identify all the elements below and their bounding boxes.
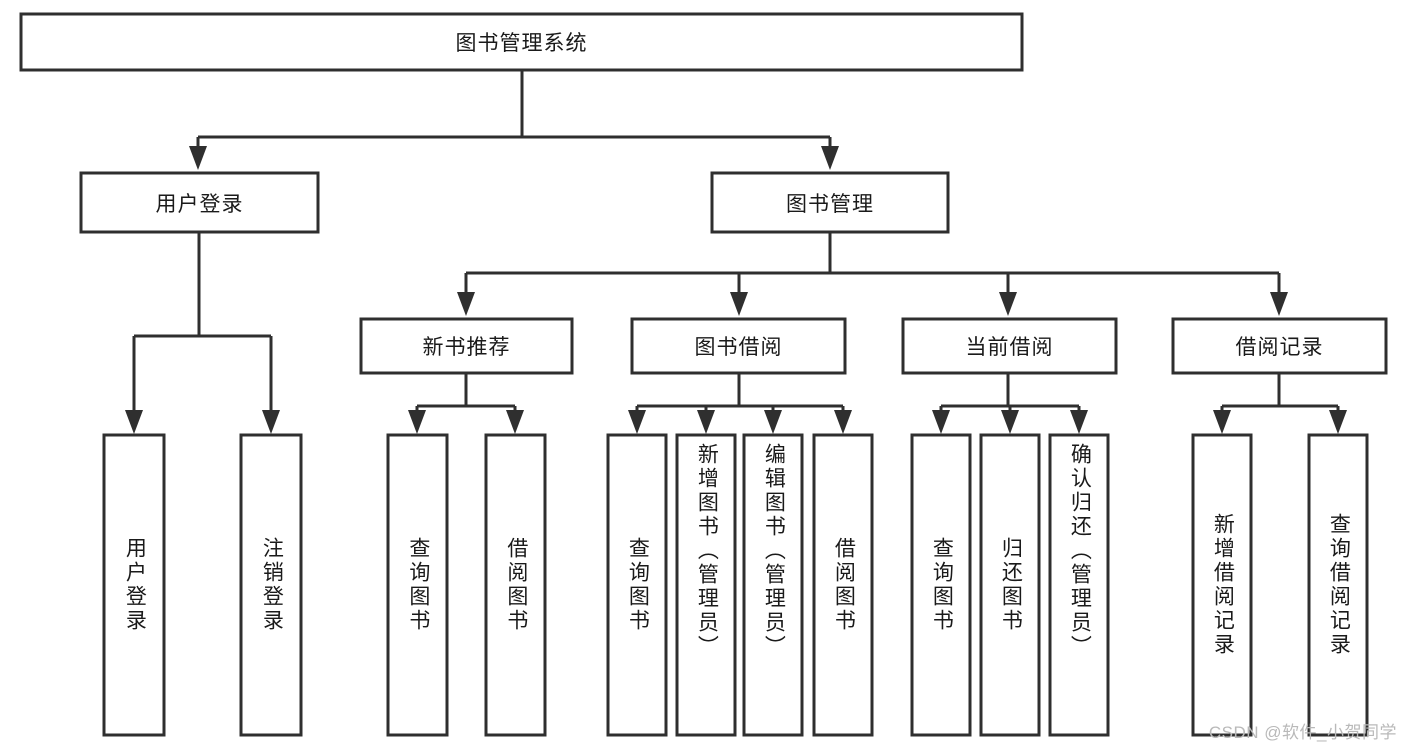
leaf-box-br-query[interactable] xyxy=(1307,433,1369,737)
leaf-label-cb-confirm: 确认归还（管理员） xyxy=(1050,435,1108,735)
node-new-book-recommend-label: 新书推荐 xyxy=(422,336,511,359)
node-book-manage-label: 图书管理 xyxy=(786,192,874,216)
leaf-text: 借阅图书 xyxy=(504,537,528,633)
arrow-cb-leaf-3 xyxy=(1070,410,1088,434)
node-new-book-recommend-box[interactable] xyxy=(359,317,574,375)
node-borrow-record-box[interactable] xyxy=(1171,317,1388,375)
arrow-cb-leaf-2 xyxy=(1001,410,1019,434)
node-book-borrow-box[interactable] xyxy=(630,317,847,375)
arrow-user-login-leaf-1 xyxy=(125,410,143,434)
leaf-text: 借阅图书 xyxy=(832,537,856,633)
leaf-box-nbr-query[interactable] xyxy=(386,433,449,737)
leaf-text: 确认归还（管理员） xyxy=(1068,443,1092,659)
node-user-login-label: 用户登录 xyxy=(155,192,244,216)
arrow-cb-leaf-1 xyxy=(932,410,950,434)
leaf-text: 归还图书 xyxy=(999,537,1023,633)
leaf-text: 查询图书 xyxy=(406,537,430,633)
arrow-root-to-book-manage xyxy=(821,146,839,170)
leaf-label-br-add: 新增借阅记录 xyxy=(1193,435,1251,735)
arrow-to-borrow-record xyxy=(1270,292,1288,316)
leaf-box-nbr-borrow[interactable] xyxy=(484,433,547,737)
leaf-text: 用户登录 xyxy=(123,537,147,633)
leaf-box-bb-edit[interactable] xyxy=(742,433,804,737)
leaf-text: 查询图书 xyxy=(930,537,954,633)
arrow-br-leaf-1 xyxy=(1213,410,1231,434)
leaf-label-nbr-query: 查询图书 xyxy=(388,435,447,735)
leaf-label-cb-return: 归还图书 xyxy=(981,435,1039,735)
leaf-text: 编辑图书（管理员） xyxy=(762,443,786,659)
leaf-box-br-add[interactable] xyxy=(1191,433,1253,737)
leaf-box-user-logout[interactable] xyxy=(239,433,303,737)
leaf-label-user-logout: 注销登录 xyxy=(241,435,301,735)
leaf-box-cb-confirm[interactable] xyxy=(1048,433,1110,737)
leaf-text: 查询借阅记录 xyxy=(1327,513,1351,657)
arrow-br-leaf-2 xyxy=(1329,410,1347,434)
leaf-label-cb-query: 查询图书 xyxy=(912,435,970,735)
leaf-box-cb-return[interactable] xyxy=(979,433,1041,737)
leaf-box-bb-borrow[interactable] xyxy=(812,433,874,737)
leaf-box-bb-query[interactable] xyxy=(606,433,668,737)
arrow-bb-leaf-4 xyxy=(834,410,852,434)
node-root-label: 图书管理系统 xyxy=(455,32,588,55)
arrow-nbr-leaf-1 xyxy=(408,410,426,434)
leaf-box-bb-add[interactable] xyxy=(675,433,737,737)
arrow-user-login-leaf-2 xyxy=(262,410,280,434)
leaf-label-bb-query: 查询图书 xyxy=(608,435,666,735)
leaf-box-user-login[interactable] xyxy=(102,433,166,737)
leaf-label-user-login: 用户登录 xyxy=(104,435,164,735)
arrow-to-current-borrow xyxy=(999,292,1017,316)
arrow-nbr-leaf-2 xyxy=(506,410,524,434)
arrow-root-to-user-login xyxy=(189,146,207,170)
arrow-bb-leaf-1 xyxy=(628,410,646,434)
leaf-text: 注销登录 xyxy=(260,537,284,633)
node-current-borrow-label: 当前借阅 xyxy=(965,336,1054,359)
node-borrow-record-label: 借阅记录 xyxy=(1235,336,1324,359)
leaf-label-nbr-borrow: 借阅图书 xyxy=(486,435,545,735)
arrow-bb-leaf-2 xyxy=(697,410,715,434)
leaf-text: 新增借阅记录 xyxy=(1211,513,1235,657)
node-book-borrow-label: 图书借阅 xyxy=(694,336,783,359)
node-book-manage-box[interactable] xyxy=(710,171,950,234)
leaf-label-bb-edit: 编辑图书（管理员） xyxy=(744,435,802,735)
arrow-to-new-book-recommend xyxy=(457,292,475,316)
arrow-to-book-borrow xyxy=(730,292,748,316)
node-current-borrow-box[interactable] xyxy=(901,317,1118,375)
leaf-text: 新增图书（管理员） xyxy=(695,443,719,659)
node-root-box[interactable] xyxy=(19,12,1024,72)
leaf-label-bb-borrow: 借阅图书 xyxy=(814,435,872,735)
leaf-text: 查询图书 xyxy=(626,537,650,633)
leaf-box-cb-query[interactable] xyxy=(910,433,972,737)
leaf-label-br-query: 查询借阅记录 xyxy=(1309,435,1367,735)
arrow-bb-leaf-3 xyxy=(764,410,782,434)
leaf-label-bb-add: 新增图书（管理员） xyxy=(677,435,735,735)
